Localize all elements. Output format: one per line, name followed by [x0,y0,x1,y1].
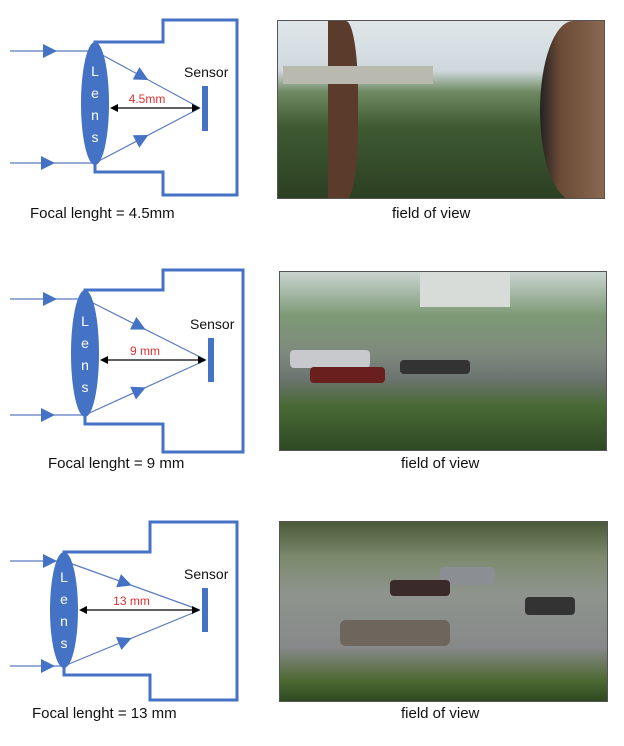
focal-length-value: 9 mm [130,344,160,358]
window-frame [328,21,358,198]
caption-13mm: Focal lenght = 13 mm [32,705,177,722]
lens-label-9mm: Lens [81,313,89,395]
dimension-arrow-right-icon [192,104,200,112]
camera-body-outline [93,18,239,197]
field-of-view-photo-wide [277,20,605,199]
lens-label-13mm: Lens [60,569,68,651]
dimension-arrow-left-icon [110,104,118,112]
ray-arrow-icon [43,292,57,306]
window-frame [540,21,604,198]
lens-shape [50,552,78,668]
sensor-label: Sensor [184,566,229,582]
photo-caption-1: field of view [392,205,471,222]
sensor [202,588,208,632]
ray-arrow-icon [116,574,132,588]
lens-shape [81,42,109,165]
ray-arrow-icon [43,44,57,58]
focal-length-value: 4.5mm [129,92,166,106]
car [390,580,450,596]
ray-arrow-icon [41,408,55,422]
caption-9mm: Focal lenght = 9 mm [48,455,185,472]
dimension-arrow-left-icon [100,356,108,364]
camera-body-outline [62,520,239,702]
photo-caption-3: field of view [401,705,480,722]
car [340,620,450,646]
sensor [208,338,214,382]
focal-length-value: 13 mm [113,594,150,608]
converging-ray-bottom [63,609,201,667]
sensor-label: Sensor [190,316,235,332]
lens-shape [71,290,99,417]
converging-ray-top [63,560,201,611]
ray-arrow-icon [132,67,149,80]
ray-arrow-icon [41,659,55,673]
building [420,272,510,307]
ray-arrow-icon [116,636,132,650]
photo-caption-2: field of view [401,455,480,472]
caption-4-5mm: Focal lenght = 4.5mm [30,205,175,222]
dimension-arrow-left-icon [79,606,87,614]
car [525,597,575,615]
sensor-label: Sensor [184,64,229,80]
building [283,66,433,84]
sensor [202,86,208,131]
field-of-view-photo-narrow [279,521,608,702]
ray-arrow-icon [130,317,146,330]
car [310,367,385,383]
field-of-view-photo-medium [279,271,607,451]
car [290,350,370,368]
lens-label-4-5mm: Lens [91,63,99,145]
ray-arrow-icon [43,554,57,568]
ray-arrow-icon [132,135,149,148]
dimension-arrow-right-icon [192,606,200,614]
dimension-arrow-right-icon [198,356,206,364]
ray-arrow-icon [130,386,146,400]
ray-arrow-icon [41,156,55,170]
car [400,360,470,374]
car [440,567,495,585]
camera-body-outline [83,268,245,454]
